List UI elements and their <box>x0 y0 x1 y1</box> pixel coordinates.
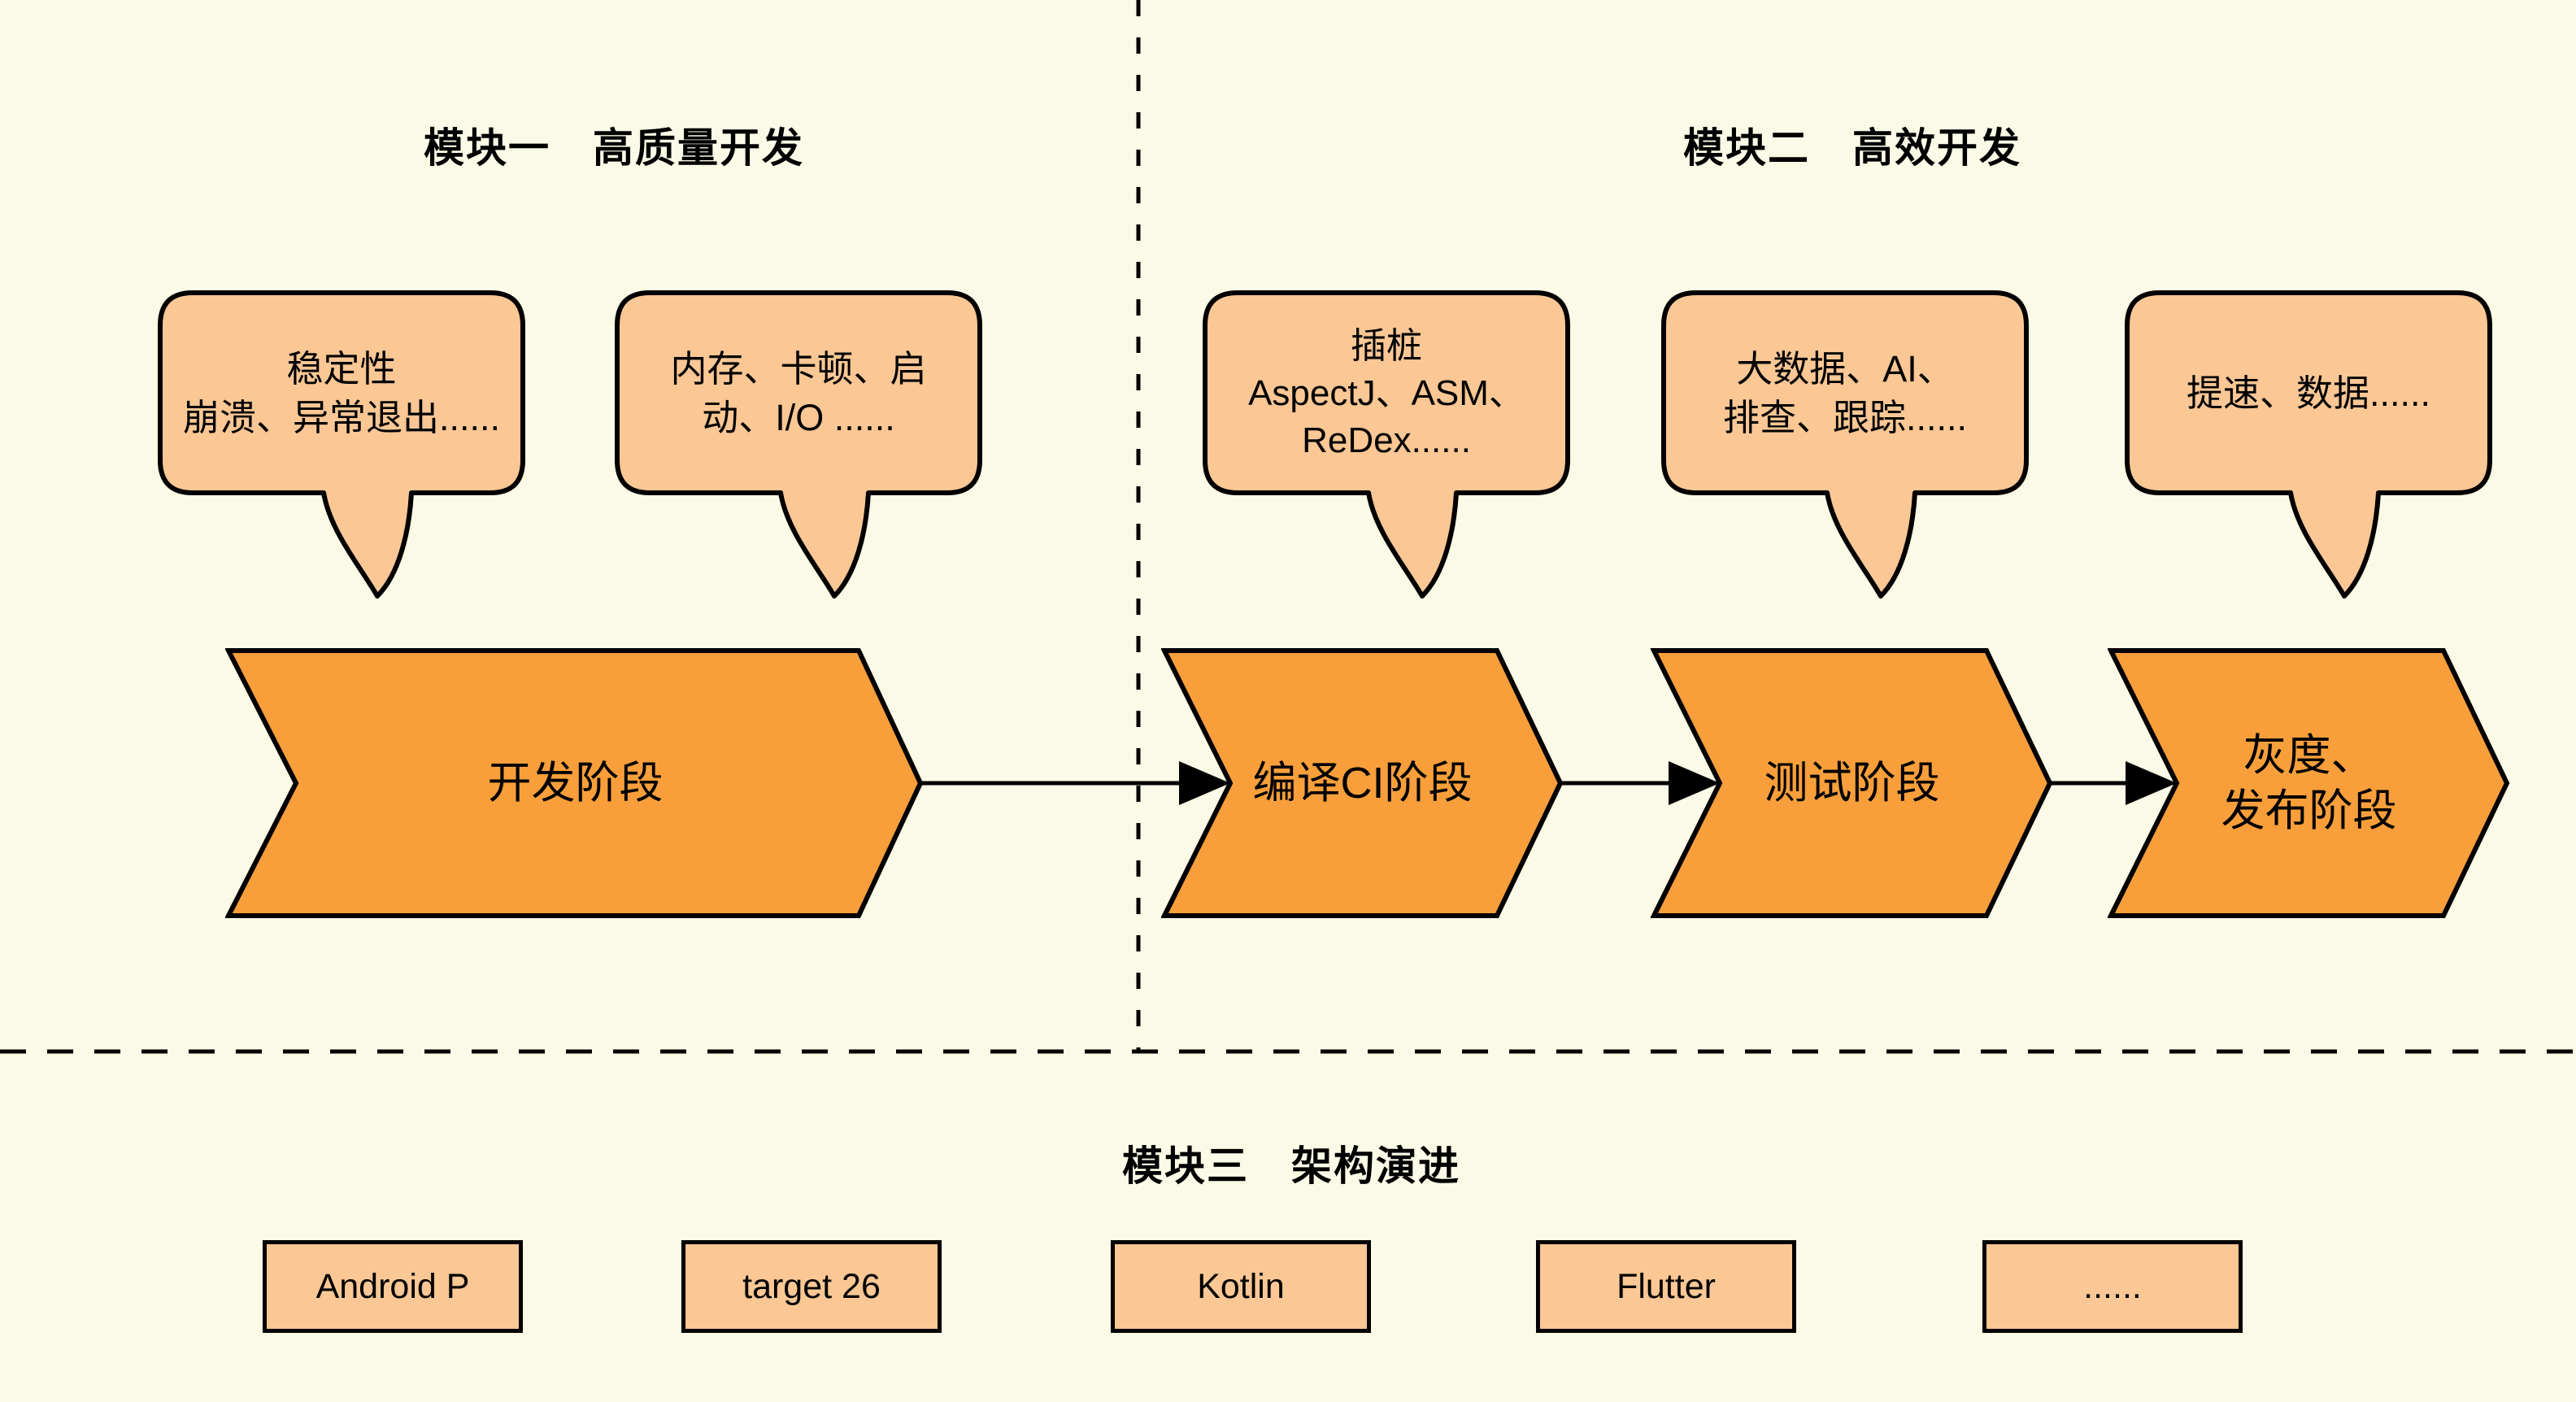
tag-label: Kotlin <box>1197 1266 1285 1306</box>
stage-label: 测试阶段 <box>1764 759 1940 808</box>
callout-line: 大数据、AI、 <box>1736 348 1954 390</box>
module3-title: 模块三 架构演进 <box>1122 1143 1460 1189</box>
callout-line: 插桩 <box>1351 326 1422 366</box>
callout-line: 提速、数据...... <box>2186 372 2430 414</box>
speech-bubble-shape <box>1203 290 1570 599</box>
stage-testing: 测试阶段 <box>1651 647 2053 919</box>
stage-release: 灰度、 发布阶段 <box>2108 647 2510 919</box>
callout-line: 崩溃、异常退出...... <box>182 397 500 438</box>
callout-instrumentation: 插桩 AspectJ、ASM、 ReDex...... <box>1203 290 1570 603</box>
callout-line: 稳定性 <box>286 348 397 390</box>
tag-more: ...... <box>1982 1240 2243 1333</box>
stage-label-line: 发布阶段 <box>2221 786 2397 835</box>
tag-label: Android P <box>315 1266 470 1306</box>
module2-title: 模块二 高效开发 <box>1683 125 2021 171</box>
callout-line: ReDex...... <box>1302 420 1471 460</box>
callout-line: 排查、跟踪...... <box>1722 397 1967 438</box>
module1-title: 模块一 高质量开发 <box>424 125 804 171</box>
tag-kotlin: Kotlin <box>1111 1240 1371 1333</box>
speech-bubble-shape <box>615 290 982 599</box>
callout-performance: 内存、卡顿、启 动、I/O ...... <box>615 290 982 603</box>
stage-compile-ci: 编译CI阶段 <box>1161 647 1564 919</box>
tag-label: Flutter <box>1617 1266 1716 1306</box>
tag-label: ...... <box>2083 1266 2142 1306</box>
tag-flutter: Flutter <box>1536 1240 1796 1333</box>
callout-bigdata: 大数据、AI、 排查、跟踪...... <box>1661 290 2029 603</box>
tag-label: target 26 <box>742 1266 881 1306</box>
callout-line: AspectJ、ASM、 <box>1248 373 1525 413</box>
chevron-shape <box>225 648 924 918</box>
stage-label: 开发阶段 <box>487 759 664 808</box>
tag-android-p: Android P <box>263 1240 523 1333</box>
callout-line: 动、I/O ...... <box>702 397 895 438</box>
chevron-shape <box>1161 648 1564 918</box>
callout-stability: 稳定性 崩溃、异常退出...... <box>158 290 525 603</box>
callout-line: 内存、卡顿、启 <box>670 348 927 390</box>
speech-bubble-shape <box>2125 290 2492 599</box>
chevron-shape <box>2108 648 2510 918</box>
chevron-shape <box>1651 648 2053 918</box>
speech-bubble-shape <box>1661 290 2029 599</box>
stage-label-line: 灰度、 <box>2243 731 2375 780</box>
callout-speed: 提速、数据...... <box>2125 290 2492 603</box>
tag-target-26: target 26 <box>681 1240 942 1333</box>
stage-label: 编译CI阶段 <box>1252 759 1473 808</box>
speech-bubble-shape <box>158 290 525 599</box>
stage-development: 开发阶段 <box>225 647 925 919</box>
